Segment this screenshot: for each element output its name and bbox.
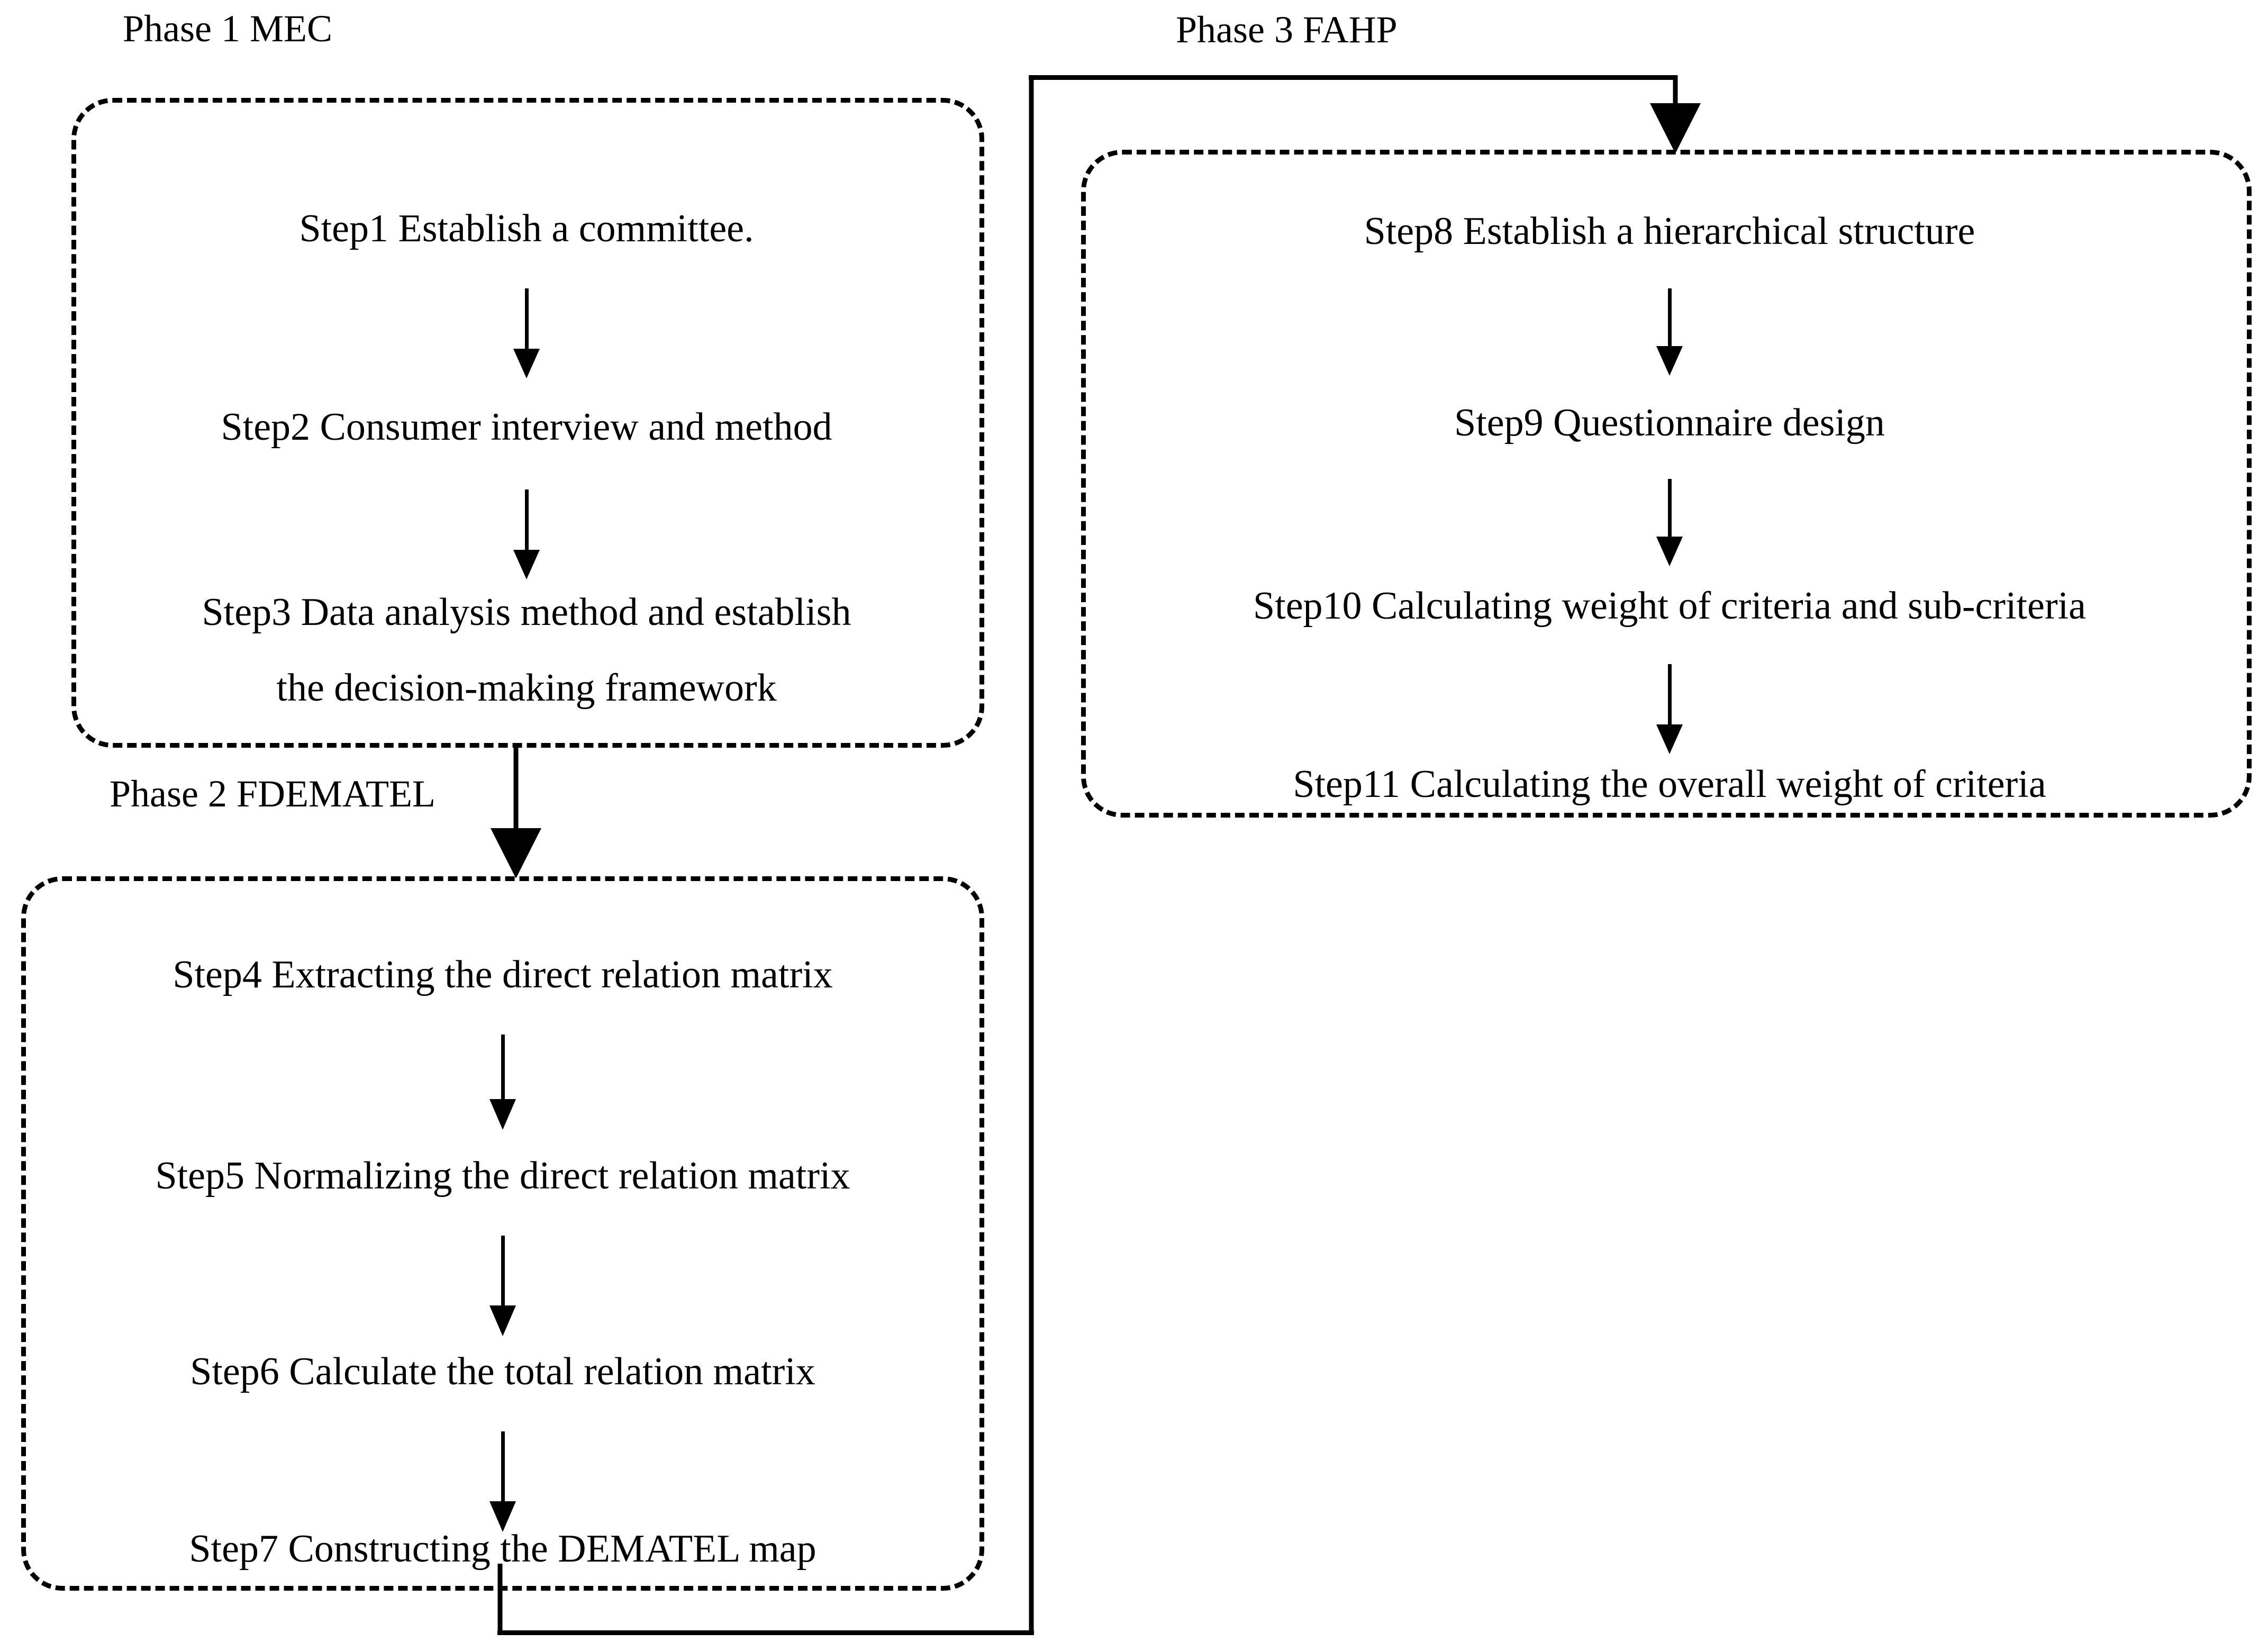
arrow-step9-to-step10 bbox=[1656, 479, 1683, 566]
phase-1-box bbox=[71, 98, 984, 748]
step-4-text: Step4 Extracting the direct relation mat… bbox=[173, 953, 833, 996]
connector-phase1-phase2-stem bbox=[513, 748, 519, 832]
step-1-text: Step1 Establish a committee. bbox=[299, 207, 754, 250]
arrow-step4-to-step5 bbox=[489, 1035, 516, 1130]
connector-phase2-phase3-up-segment bbox=[1029, 75, 1034, 1633]
step-7-text: Step7 Constructing the DEMATEL map bbox=[189, 1527, 817, 1571]
step-9-text: Step9 Questionnaire design bbox=[1454, 401, 1885, 444]
phase-3-box bbox=[1081, 150, 2252, 818]
arrow-step5-to-step6 bbox=[489, 1236, 516, 1336]
connector-phase2-phase3-down-segment bbox=[497, 1564, 503, 1635]
step-6-text: Step6 Calculate the total relation matri… bbox=[190, 1350, 815, 1393]
phase-3-label: Phase 3 FAHP bbox=[1176, 8, 1398, 51]
phase-1-label: Phase 1 MEC bbox=[123, 7, 332, 50]
connector-phase2-phase3-bottom-segment bbox=[497, 1630, 1034, 1635]
step-8-text: Step8 Establish a hierarchical structure bbox=[1364, 210, 1975, 253]
step-5-text: Step5 Normalizing the direct relation ma… bbox=[155, 1154, 850, 1198]
step-3-text-line-1: Step3 Data analysis method and establish bbox=[202, 591, 851, 634]
arrow-step2-to-step3 bbox=[513, 489, 540, 579]
arrow-step10-to-step11 bbox=[1656, 664, 1683, 754]
arrow-step1-to-step2 bbox=[513, 288, 540, 378]
phase-2-box bbox=[21, 876, 984, 1591]
arrow-step8-to-step9 bbox=[1656, 288, 1683, 376]
connector-phase2-phase3-arrowhead bbox=[1650, 103, 1701, 153]
step-11-text: Step11 Calculating the overall weight of… bbox=[1293, 763, 2046, 806]
phase-2-label: Phase 2 FDEMATEL bbox=[110, 773, 436, 815]
step-2-text: Step2 Consumer interview and method bbox=[221, 405, 832, 449]
arrow-step6-to-step7 bbox=[489, 1431, 516, 1532]
connector-phase2-phase3-top-segment bbox=[1029, 75, 1677, 80]
connector-phase1-phase2-arrowhead bbox=[491, 828, 541, 878]
step-3-text-line-2: the decision-making framework bbox=[276, 666, 777, 710]
step-10-text: Step10 Calculating weight of criteria an… bbox=[1253, 584, 2086, 628]
